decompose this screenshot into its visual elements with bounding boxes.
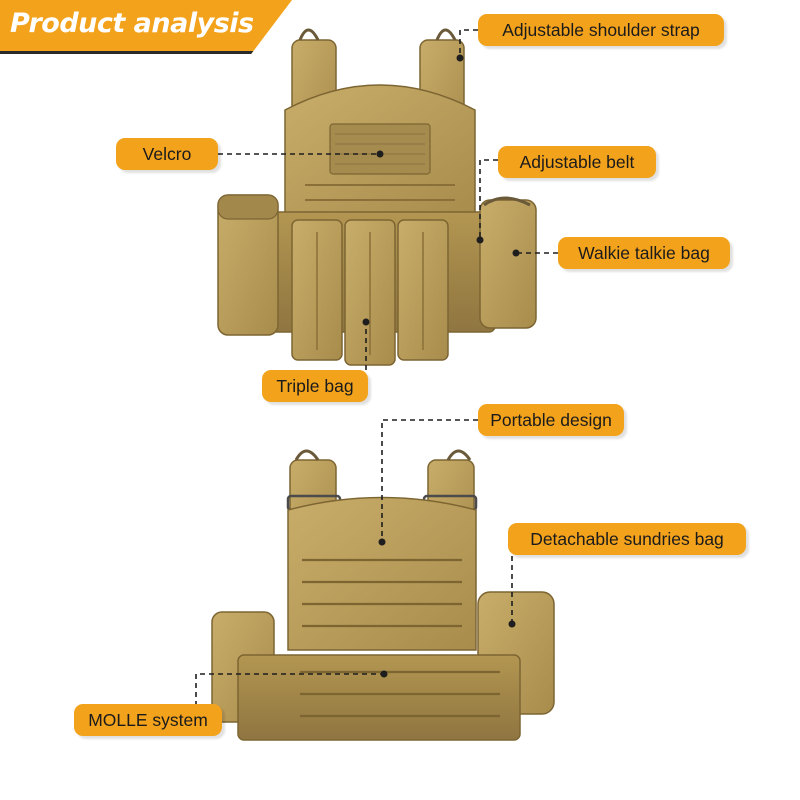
label-velcro: Velcro	[116, 138, 218, 170]
label-molle-system: MOLLE system	[74, 704, 222, 736]
vest-back-image	[211, 449, 555, 741]
label-adjustable-belt: Adjustable belt	[498, 146, 656, 178]
label-adjustable-shoulder-strap: Adjustable shoulder strap	[478, 14, 724, 46]
leader-lines	[195, 29, 558, 706]
header-banner	[0, 0, 292, 54]
vest-front-image	[217, 28, 537, 366]
label-triple-bag: Triple bag	[262, 370, 368, 402]
label-portable-design: Portable design	[478, 404, 624, 436]
label-detachable-sundries-bag: Detachable sundries bag	[508, 523, 746, 555]
label-walkie-talkie-bag: Walkie talkie bag	[558, 237, 730, 269]
banner-title: Product analysis	[10, 8, 254, 39]
